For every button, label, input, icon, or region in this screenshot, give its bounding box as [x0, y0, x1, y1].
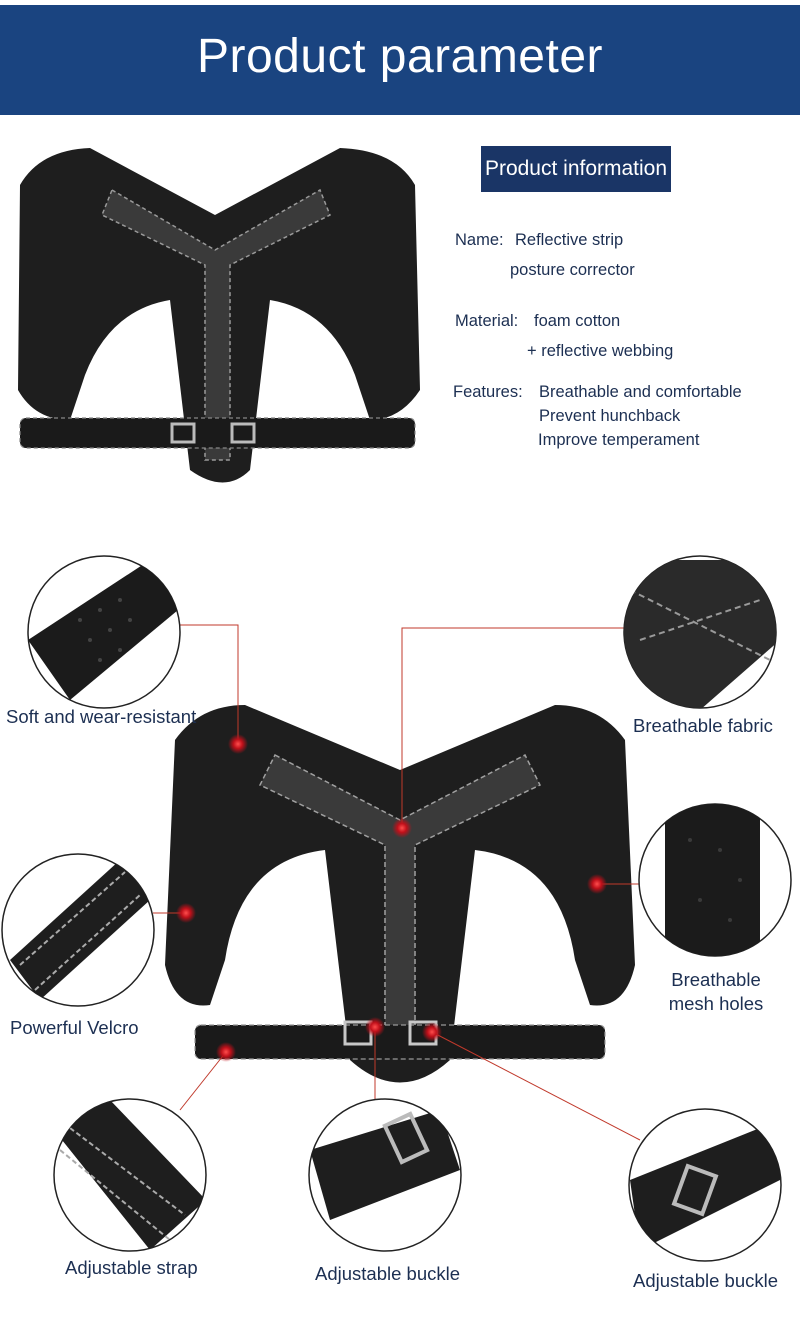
marker-fabric [392, 818, 412, 838]
callout-adjustable-buckle-center: Adjustable buckle [315, 1263, 461, 1284]
feature-item: Breathable and comfortable [539, 383, 742, 401]
marker-mesh [587, 874, 607, 894]
material-value-line2: + reflective webbing [527, 342, 674, 360]
posture-corrector-top-image [18, 148, 420, 483]
callout-mesh-holes-line2: mesh holes [668, 993, 764, 1014]
detail-strap-circle [53, 1098, 207, 1252]
callout-breathable-fabric: Breathable fabric [633, 715, 773, 736]
marker-buckle-right [422, 1022, 442, 1042]
header-banner: Product parameter [0, 5, 800, 115]
posture-corrector-main-image [165, 705, 635, 1083]
product-information-badge: Product information [481, 146, 671, 192]
detail-mesh-circle [638, 803, 792, 957]
features-label: Features: [453, 383, 523, 401]
callout-mesh-holes-line1: Breathable [671, 969, 761, 990]
detail-velcro-circle [1, 853, 155, 1007]
callout-soft-wear-resistant: Soft and wear-resistant [6, 706, 197, 727]
leader-lines [153, 624, 641, 1141]
detail-fabric-circle [623, 555, 777, 709]
marker-dots [176, 734, 607, 1062]
callout-adjustable-buckle-right: Adjustable buckle [633, 1270, 779, 1291]
callout-adjustable-strap: Adjustable strap [65, 1257, 198, 1278]
feature-item: Prevent hunchback [539, 407, 681, 425]
page-title: Product parameter [196, 30, 604, 83]
detail-soft-circle [27, 555, 181, 709]
marker-strap [216, 1042, 236, 1062]
marker-soft [228, 734, 248, 754]
material-label: Material: [455, 312, 519, 330]
marker-velcro [176, 903, 196, 923]
name-value-line1: Reflective strip [515, 231, 624, 249]
callout-powerful-velcro: Powerful Velcro [10, 1017, 139, 1038]
name-value-line2: posture corrector [510, 261, 635, 279]
feature-item: Improve temperament [538, 431, 700, 449]
detail-buckle-right-circle [628, 1108, 782, 1262]
name-label: Name: [455, 231, 504, 249]
detail-buckle-center-circle [308, 1098, 462, 1252]
material-value-line1: foam cotton [534, 312, 621, 330]
marker-buckle-center [365, 1017, 385, 1037]
